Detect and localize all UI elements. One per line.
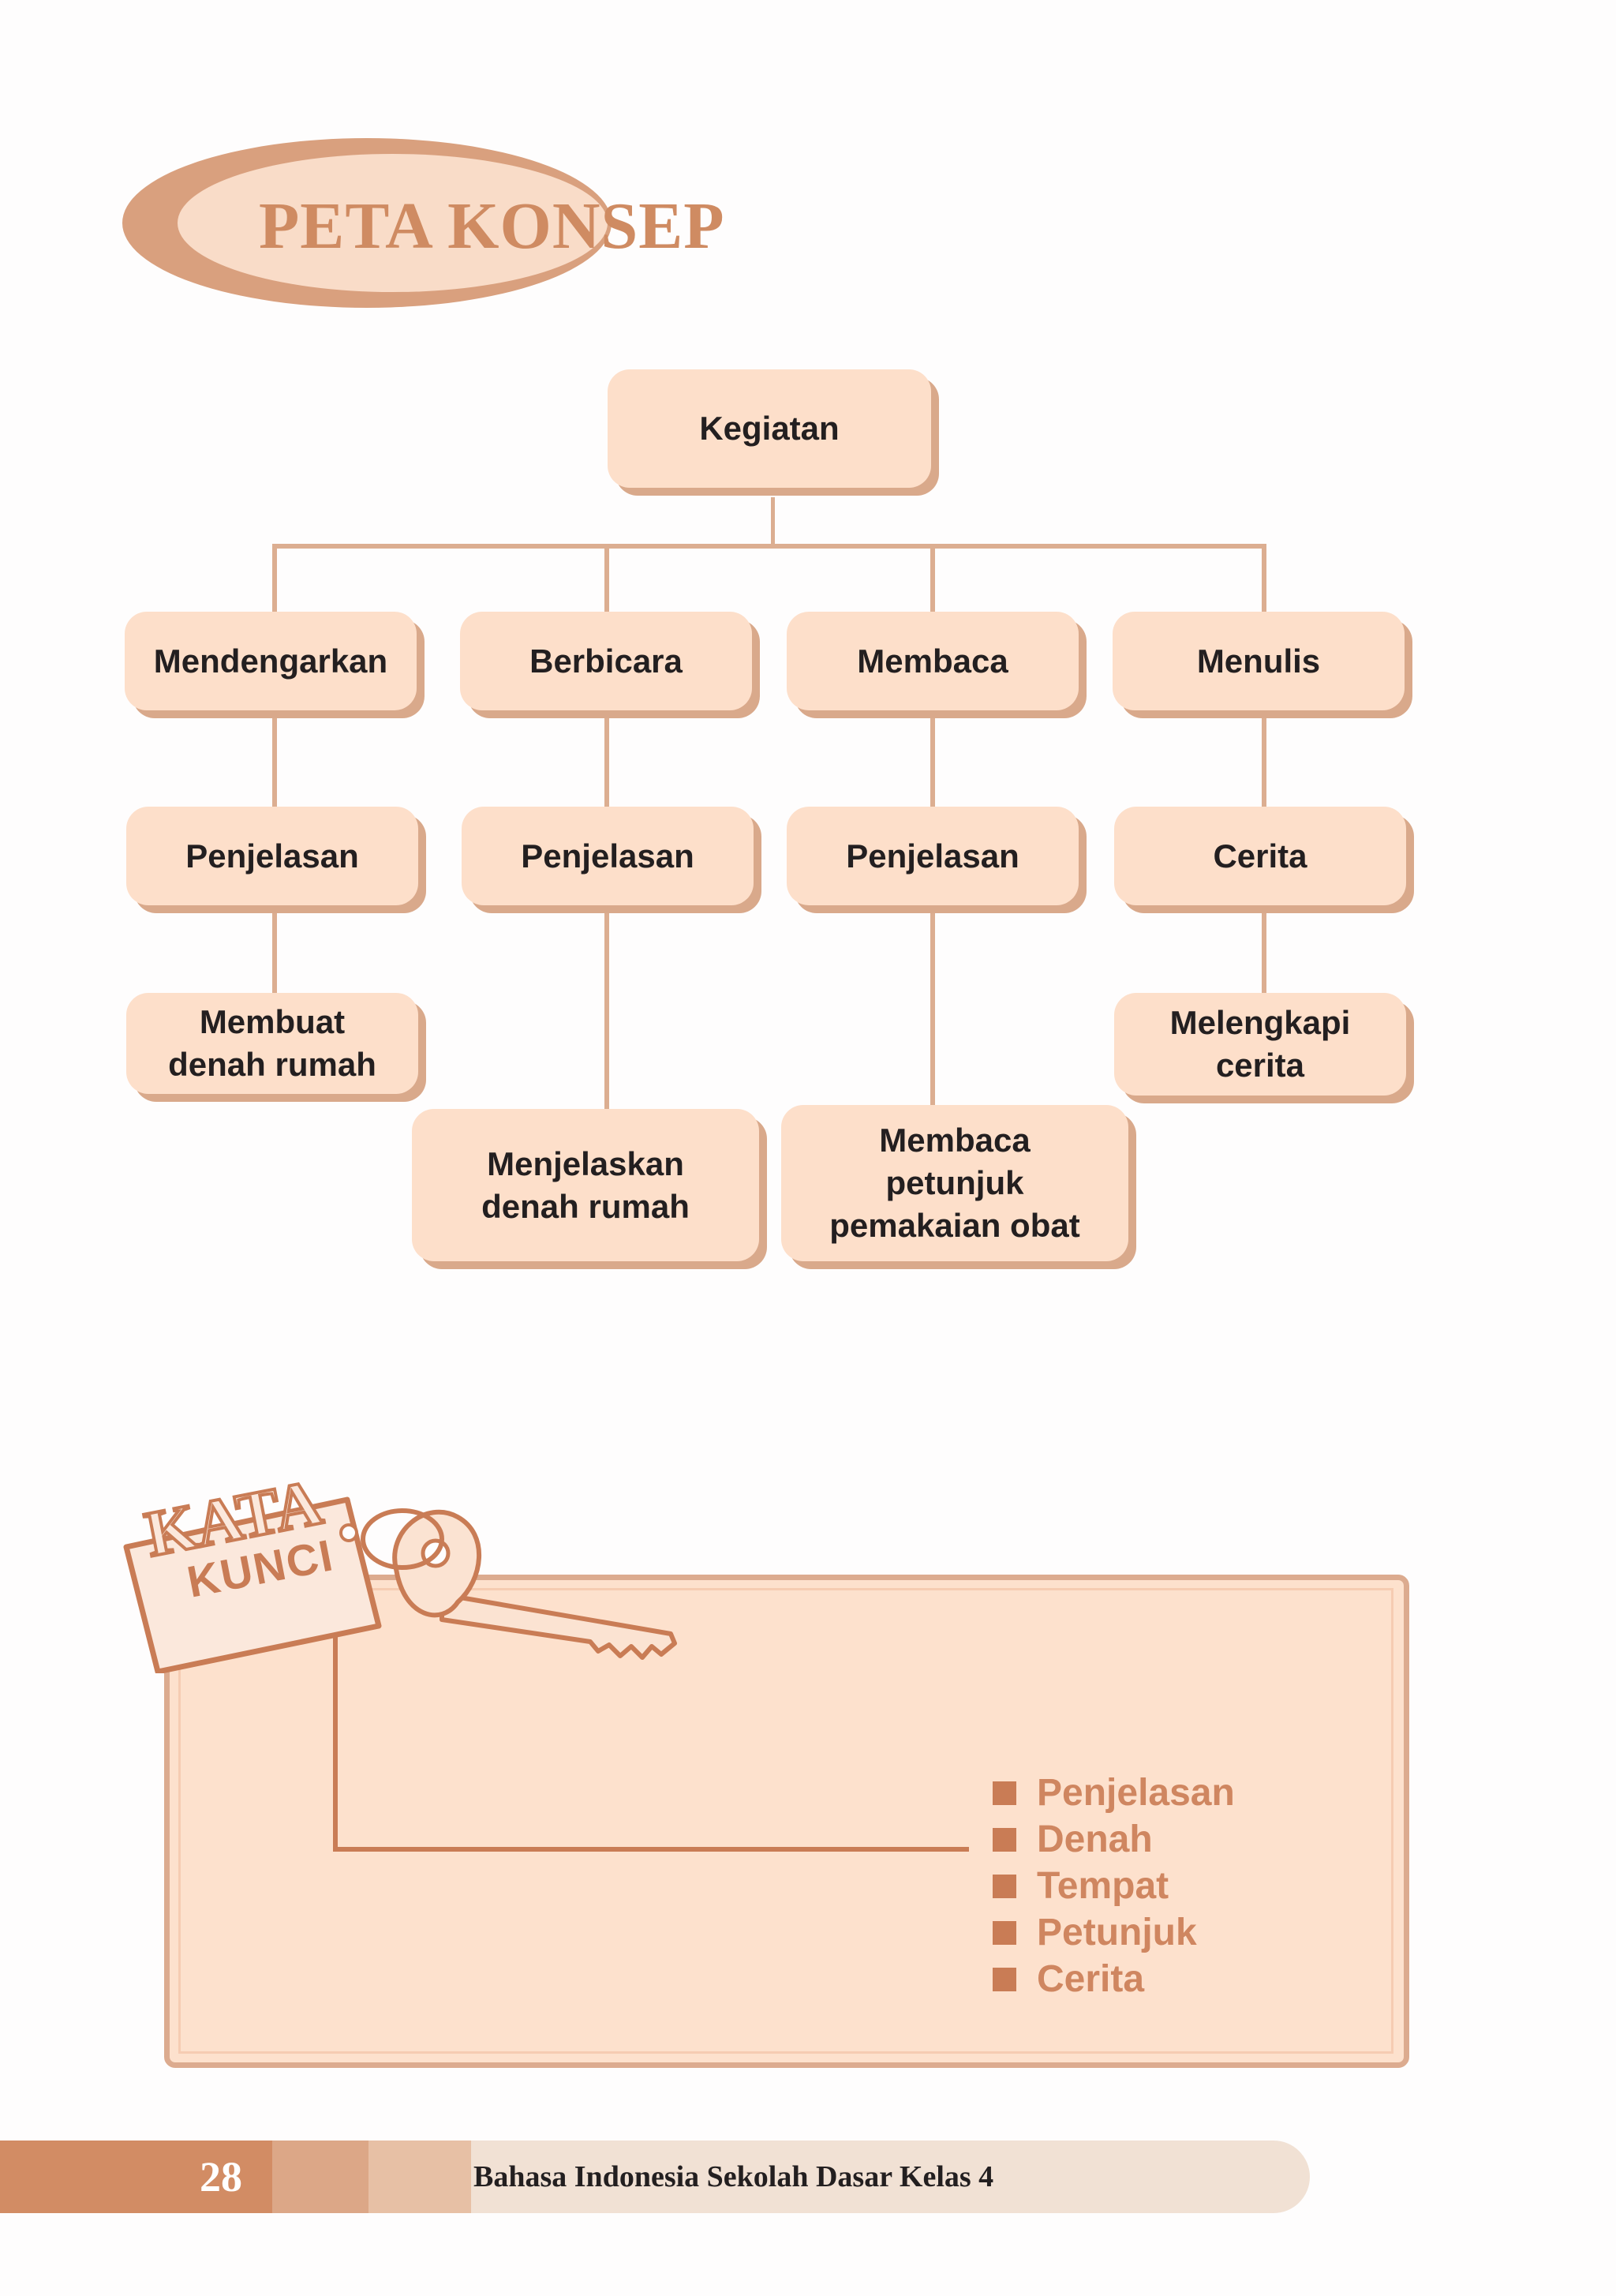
connector-horizontal: [272, 544, 1266, 549]
connector-1-2: [272, 710, 277, 809]
kata-kunci-box-inner: [178, 1588, 1393, 2054]
footer-accent-2: [272, 2141, 368, 2213]
keyword-item: Tempat: [993, 1863, 1235, 1909]
keyword-item: Petunjuk: [993, 1909, 1235, 1956]
keyword-item: Cerita: [993, 1956, 1235, 2002]
concept-penjelasan-2: Penjelasan: [462, 807, 754, 905]
bullet-square-icon: [993, 1827, 1016, 1852]
connector-4: [1262, 544, 1266, 615]
connector-3: [930, 544, 935, 615]
connector-4-2: [1262, 710, 1266, 809]
keyword-item: Penjelasan: [993, 1770, 1235, 1816]
connector-root: [771, 497, 775, 546]
connector-1-3: [272, 908, 277, 994]
concept-menjelaskan-denah: Menjelaskan denah rumah: [412, 1109, 759, 1261]
footer-book-title: Bahasa Indonesia Sekolah Dasar Kelas 4: [473, 2160, 994, 2193]
connector-2-2: [604, 710, 609, 809]
bullet-square-icon: [993, 1920, 1016, 1945]
bullet-square-icon: [993, 1874, 1016, 1898]
concept-membaca: Membaca: [787, 612, 1079, 710]
concept-cerita: Cerita: [1114, 807, 1406, 905]
footer-accent-3: [368, 2141, 471, 2213]
connector-2-3: [604, 908, 609, 1109]
page-title: PETA KONSEP: [259, 189, 725, 263]
concept-penjelasan-3: Penjelasan: [787, 807, 1079, 905]
page-number: 28: [200, 2153, 242, 2200]
concept-menulis: Menulis: [1113, 612, 1405, 710]
footer-accent-1: [0, 2141, 272, 2213]
kata-kunci-key-icon: [123, 1496, 677, 1673]
connector-3-2: [930, 710, 935, 809]
connector-3-3: [930, 908, 935, 1105]
concept-penjelasan-1: Penjelasan: [126, 807, 418, 905]
bullet-square-icon: [993, 1967, 1016, 1991]
keyword-item: Denah: [993, 1816, 1235, 1863]
kata-kunci-box: [164, 1575, 1409, 2068]
concept-mendengarkan: Mendengarkan: [125, 612, 417, 710]
concept-root: Kegiatan: [608, 369, 931, 488]
kata-kunci-connector-vertical: [333, 1624, 338, 1852]
concept-membaca-petunjuk: Membaca petunjuk pemakaian obat: [781, 1105, 1128, 1261]
concept-berbicara: Berbicara: [460, 612, 752, 710]
connector-1: [272, 544, 277, 615]
concept-melengkapi-cerita: Melengkapi cerita: [1114, 993, 1406, 1096]
bullet-square-icon: [993, 1781, 1016, 1805]
title-oval-inner: [178, 154, 608, 292]
connector-2: [604, 544, 609, 615]
connector-4-3: [1262, 908, 1266, 994]
concept-membuat-denah: Membuat denah rumah: [126, 993, 418, 1094]
keyword-list: Penjelasan Denah Tempat Petunjuk Cerita: [993, 1770, 1235, 2002]
kata-kunci-connector-horizontal: [333, 1847, 969, 1852]
